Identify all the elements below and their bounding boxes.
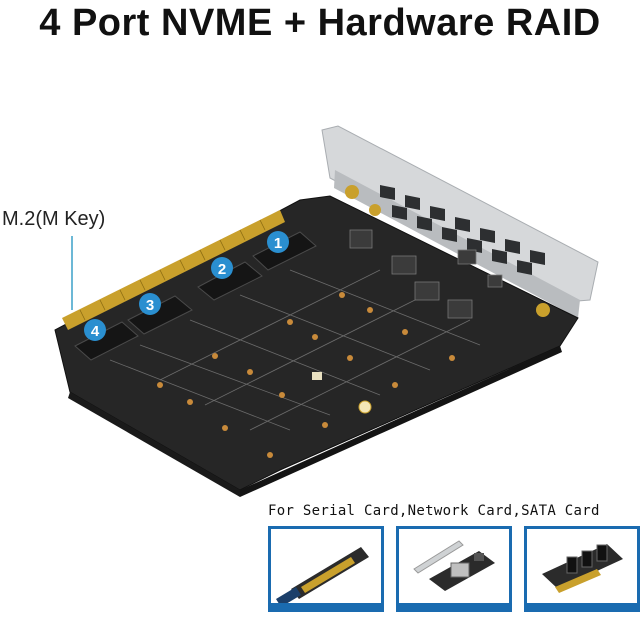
m2-connectors	[74, 231, 317, 361]
compatibility-caption: For Serial Card,Network Card,SATA Card	[268, 503, 600, 519]
controller-chips	[349, 229, 503, 319]
pcie-gold-fingers	[62, 210, 285, 330]
page-title: 4 Port NVME + Hardware RAID	[39, 2, 601, 44]
standoff-holes	[157, 292, 455, 458]
m2-slot-outlines	[109, 269, 481, 431]
thumbnail-network-card	[396, 526, 512, 612]
thumbnail-serial-card	[268, 526, 384, 612]
mkey-label: M.2(M Key)	[2, 208, 106, 230]
metal-bracket	[321, 125, 599, 318]
slot-number-4: 4	[91, 323, 100, 340]
slot-number-3: 3	[146, 297, 154, 314]
thumbnail-sata-card	[524, 526, 640, 612]
slot-number-badges: 1 2 3 4	[84, 231, 289, 341]
nvme-raid-card-image: 1 2 3 4	[54, 125, 599, 497]
slot-number-1: 1	[274, 235, 282, 252]
slot-number-2: 2	[218, 261, 226, 278]
